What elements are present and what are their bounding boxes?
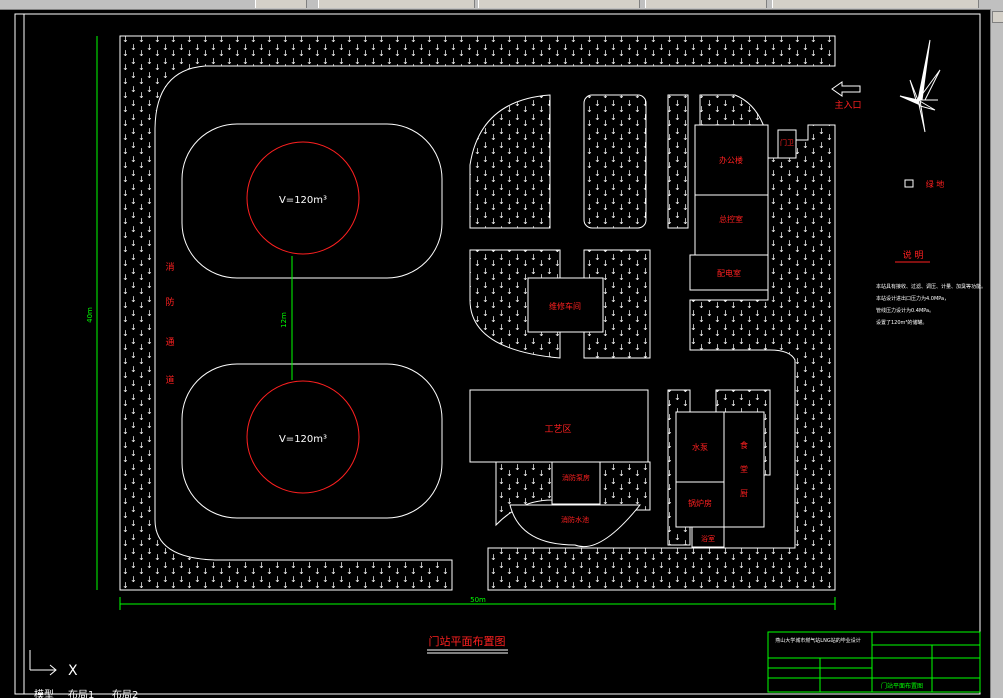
title-block-drawing-name: 门站平面布置图 — [881, 682, 923, 690]
office-label: 办公楼 — [719, 155, 743, 165]
office-building — [694, 124, 769, 196]
tank-pad-top — [181, 123, 443, 279]
tab-layout1[interactable]: 布局1 — [68, 690, 95, 698]
storage-label-3: 厨 — [740, 489, 748, 498]
note-line: 设置了120m³的储罐。 — [876, 319, 927, 326]
note-line: 本站设计进出口压力为4.0MPa， — [876, 295, 949, 302]
note-line: 管线压力设计为0.4MPa。 — [876, 307, 934, 314]
title-block-project: 燕山大学城市燃气站LNG站的毕业设计 — [775, 637, 860, 644]
workshop-building — [527, 277, 604, 333]
fire-pool — [509, 504, 642, 548]
workshop-label: 维修车间 — [549, 301, 581, 311]
tank-bottom — [246, 380, 360, 494]
gate-label: 门卫 — [780, 138, 794, 147]
greenbelt-left — [119, 35, 836, 591]
drawing-frame — [14, 13, 981, 695]
notes-title: 说 明 — [903, 249, 924, 261]
fire-pool-label: 消防水池 — [561, 515, 589, 524]
greenbelt-plot — [469, 94, 551, 229]
gate-house — [777, 129, 797, 159]
greenbelt-legend-label: 绿 地 — [926, 179, 945, 189]
power-building — [689, 254, 769, 291]
boiler-label: 锅炉房 — [688, 498, 712, 508]
vertical-scrollbar[interactable] — [990, 9, 1003, 698]
storage-building — [723, 411, 765, 528]
ucs-icon — [29, 650, 57, 676]
canteen-label: 水泵 — [692, 442, 708, 452]
dimension-tank-gap: 12m — [280, 312, 288, 328]
entrance-arrow-icon — [831, 81, 861, 97]
greenbelt-legend-icon — [904, 179, 914, 188]
process-label: 工艺区 — [544, 424, 571, 435]
control-building — [694, 194, 769, 256]
canteen-building — [675, 411, 725, 483]
ucs-x-label: X — [68, 663, 78, 679]
drawing-title: 门站平面布置图 — [429, 634, 506, 648]
toolbar-button[interactable] — [255, 0, 307, 8]
layer-dropdown[interactable] — [318, 0, 475, 8]
tank-bottom-label: V=120m³ — [279, 434, 327, 445]
power-label: 配电室 — [717, 268, 741, 278]
fire-road-char: 防 — [165, 296, 174, 308]
entrance-label: 主入口 — [834, 99, 861, 111]
color-dropdown[interactable] — [478, 0, 640, 8]
fire-road-char: 道 — [165, 374, 174, 386]
fire-road-char: 通 — [165, 337, 174, 348]
tank-top-label: V=120m³ — [279, 195, 327, 206]
greenbelt-plot — [667, 94, 689, 229]
tank-top — [246, 141, 360, 255]
greenbelt-plot — [599, 461, 651, 511]
layout-tabs: 模型 布局1 布局2 — [0, 686, 240, 698]
storage-label-2: 堂 — [740, 464, 748, 474]
fire-road-char: 消 — [165, 261, 174, 273]
north-arrow-icon — [899, 39, 941, 133]
note-line: 本站具有接收、过滤、调压、计量、加臭等功能。 — [876, 283, 986, 290]
pump-house — [551, 461, 601, 505]
storage-label-1: 食 — [740, 440, 748, 450]
bath-building — [691, 526, 725, 548]
dimension-height: 40m — [86, 307, 94, 323]
scroll-thumb[interactable] — [992, 11, 1003, 23]
tank-pad-bottom — [181, 363, 443, 519]
control-label: 总控室 — [719, 214, 743, 224]
boiler-building — [675, 481, 725, 528]
pump-house-label: 消防泵房 — [562, 473, 590, 482]
tab-layout2[interactable]: 布局2 — [112, 690, 139, 698]
toolbar-strip — [0, 0, 1003, 10]
tab-model[interactable]: 模型 — [34, 690, 54, 698]
bath-label: 浴室 — [701, 534, 715, 543]
dimension-width: 50m — [470, 596, 486, 604]
greenbelt-plot — [583, 94, 647, 229]
title-block — [767, 631, 981, 693]
lineweight-dropdown[interactable] — [772, 0, 979, 8]
linetype-dropdown[interactable] — [645, 0, 767, 8]
